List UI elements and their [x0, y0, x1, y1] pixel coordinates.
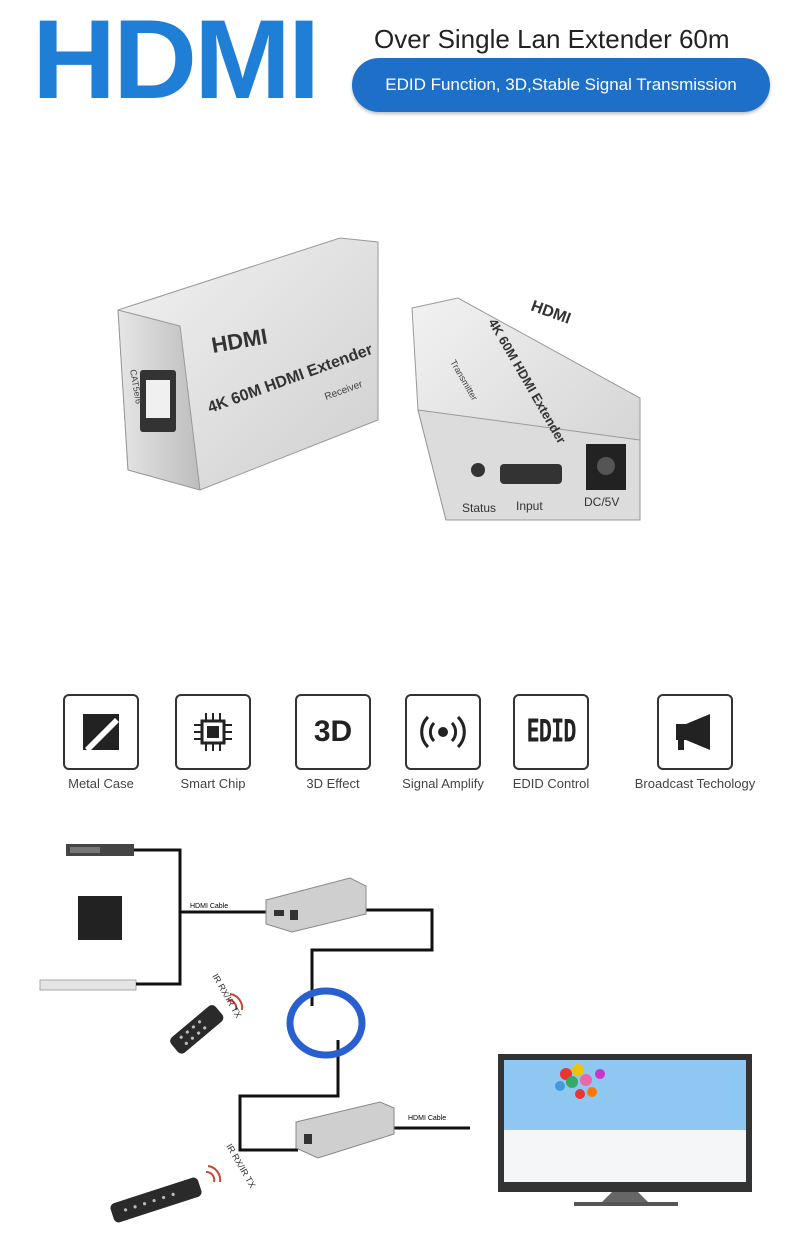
product-image: HDMI 4K 60M HDMI Extender Receiver CAT5e… [117, 237, 641, 521]
page-subtitle: Over Single Lan Extender 60m [374, 24, 730, 54]
feature-label: Smart Chip [180, 776, 246, 791]
metal-case-icon [63, 694, 139, 770]
balloons [555, 1064, 605, 1099]
ir-waves-top [227, 993, 244, 1011]
feature-smart-chip: Smart Chip [158, 694, 268, 791]
signal-icon [405, 694, 481, 770]
feature-edid-control: EDID EDID Control [496, 694, 606, 791]
remote-top [170, 1005, 224, 1054]
blu-ray-player [39, 979, 137, 991]
feature-label: Signal Amplify [402, 776, 484, 791]
megaphone-icon [657, 694, 733, 770]
feature-broadcast: Broadcast Techology [620, 694, 770, 791]
feature-label: 3D Effect [306, 776, 360, 791]
status-label: Status [462, 501, 496, 515]
feature-label: Metal Case [68, 776, 134, 791]
status-led [471, 463, 485, 477]
connection-diagram: HDMI Cable HDMI Cable IR RX/IR TX IR RX/… [39, 844, 752, 1223]
ir-waves-bottom [205, 1165, 222, 1183]
dvd-player [66, 844, 134, 856]
television [498, 1054, 752, 1206]
hdmi-input-port [500, 464, 562, 484]
input-label: Input [516, 499, 543, 513]
chip-icon [175, 694, 251, 770]
3d-icon: 3D [295, 694, 371, 770]
hdmi-cable-label-top: HDMI Cable [190, 903, 228, 910]
feature-label: EDID Control [512, 776, 590, 791]
diagram-receiver [295, 1101, 395, 1159]
hdmi-cable-label-bottom: HDMI Cable [408, 1115, 446, 1122]
hdmi-logo: HDMI [32, 0, 320, 122]
feature-signal-amplify: Signal Amplify [388, 694, 498, 791]
lan-cable-loop [286, 987, 366, 1059]
feature-pill: EDID Function, 3D,Stable Signal Transmis… [352, 58, 770, 112]
feature-3d-effect: 3D 3D Effect [278, 694, 388, 791]
remote-bottom [110, 1177, 202, 1223]
set-top-box [78, 896, 122, 940]
transmitter-unit: HDMI 4K 60M HDMI Extender Transmitter St… [411, 297, 641, 521]
feature-metal-case: Metal Case [46, 694, 156, 791]
feature-label: Broadcast Techology [634, 776, 756, 791]
dc-label: DC/5V [584, 495, 619, 509]
receiver-unit: HDMI 4K 60M HDMI Extender Receiver CAT5e… [117, 237, 379, 491]
diagram-transmitter [265, 877, 367, 933]
edid-icon: EDID [513, 694, 589, 770]
transmitter-logo: HDMI [529, 298, 573, 328]
